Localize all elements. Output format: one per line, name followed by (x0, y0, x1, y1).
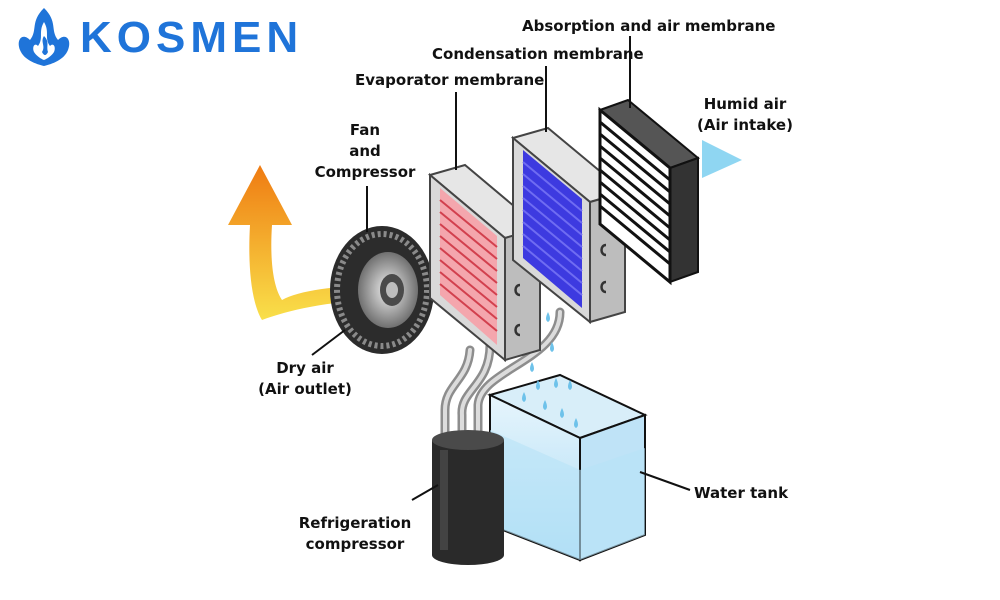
humid-air-arrow-icon (702, 140, 742, 178)
condensation-membrane (510, 126, 628, 325)
brand-logo-text: KOSMEN (80, 13, 304, 62)
label-fan-compressor: Fan and Compressor (310, 120, 420, 183)
fan-icon (330, 226, 434, 354)
water-droplets (522, 312, 578, 428)
label-water-tank: Water tank (694, 484, 789, 502)
kosmen-logo-icon (18, 8, 70, 66)
label-refrigeration-compressor: Refrigeration compressor (290, 513, 420, 555)
label-refrig-line2: compressor (305, 535, 405, 553)
label-fan-line1: Fan (349, 121, 381, 139)
label-humid-line2: (Air intake) (697, 116, 793, 134)
label-absorption-membrane: Absorption and air membrane (522, 17, 776, 35)
absorption-membrane (598, 98, 700, 286)
label-evaporator-membrane: Evaporator membrane (355, 71, 545, 89)
evaporator-membrane (427, 163, 543, 363)
leader-lines (311, 36, 691, 501)
refrigeration-compressor-icon (432, 430, 504, 565)
label-refrig-line1: Refrigeration (298, 514, 412, 532)
label-fan-line2: and (349, 142, 381, 160)
label-humid-air: Humid air (Air intake) (690, 94, 800, 136)
label-dry-line2: (Air outlet) (258, 380, 352, 398)
label-fan-line3: Compressor (314, 163, 416, 181)
label-dry-line1: Dry air (276, 359, 334, 377)
label-condensation-membrane: Condensation membrane (432, 45, 644, 63)
refrigerant-pipes (440, 307, 565, 450)
dry-air-arrow-icon (228, 165, 390, 320)
label-dry-air: Dry air (Air outlet) (250, 358, 360, 400)
label-humid-line1: Humid air (703, 95, 787, 113)
water-tank (487, 373, 648, 562)
